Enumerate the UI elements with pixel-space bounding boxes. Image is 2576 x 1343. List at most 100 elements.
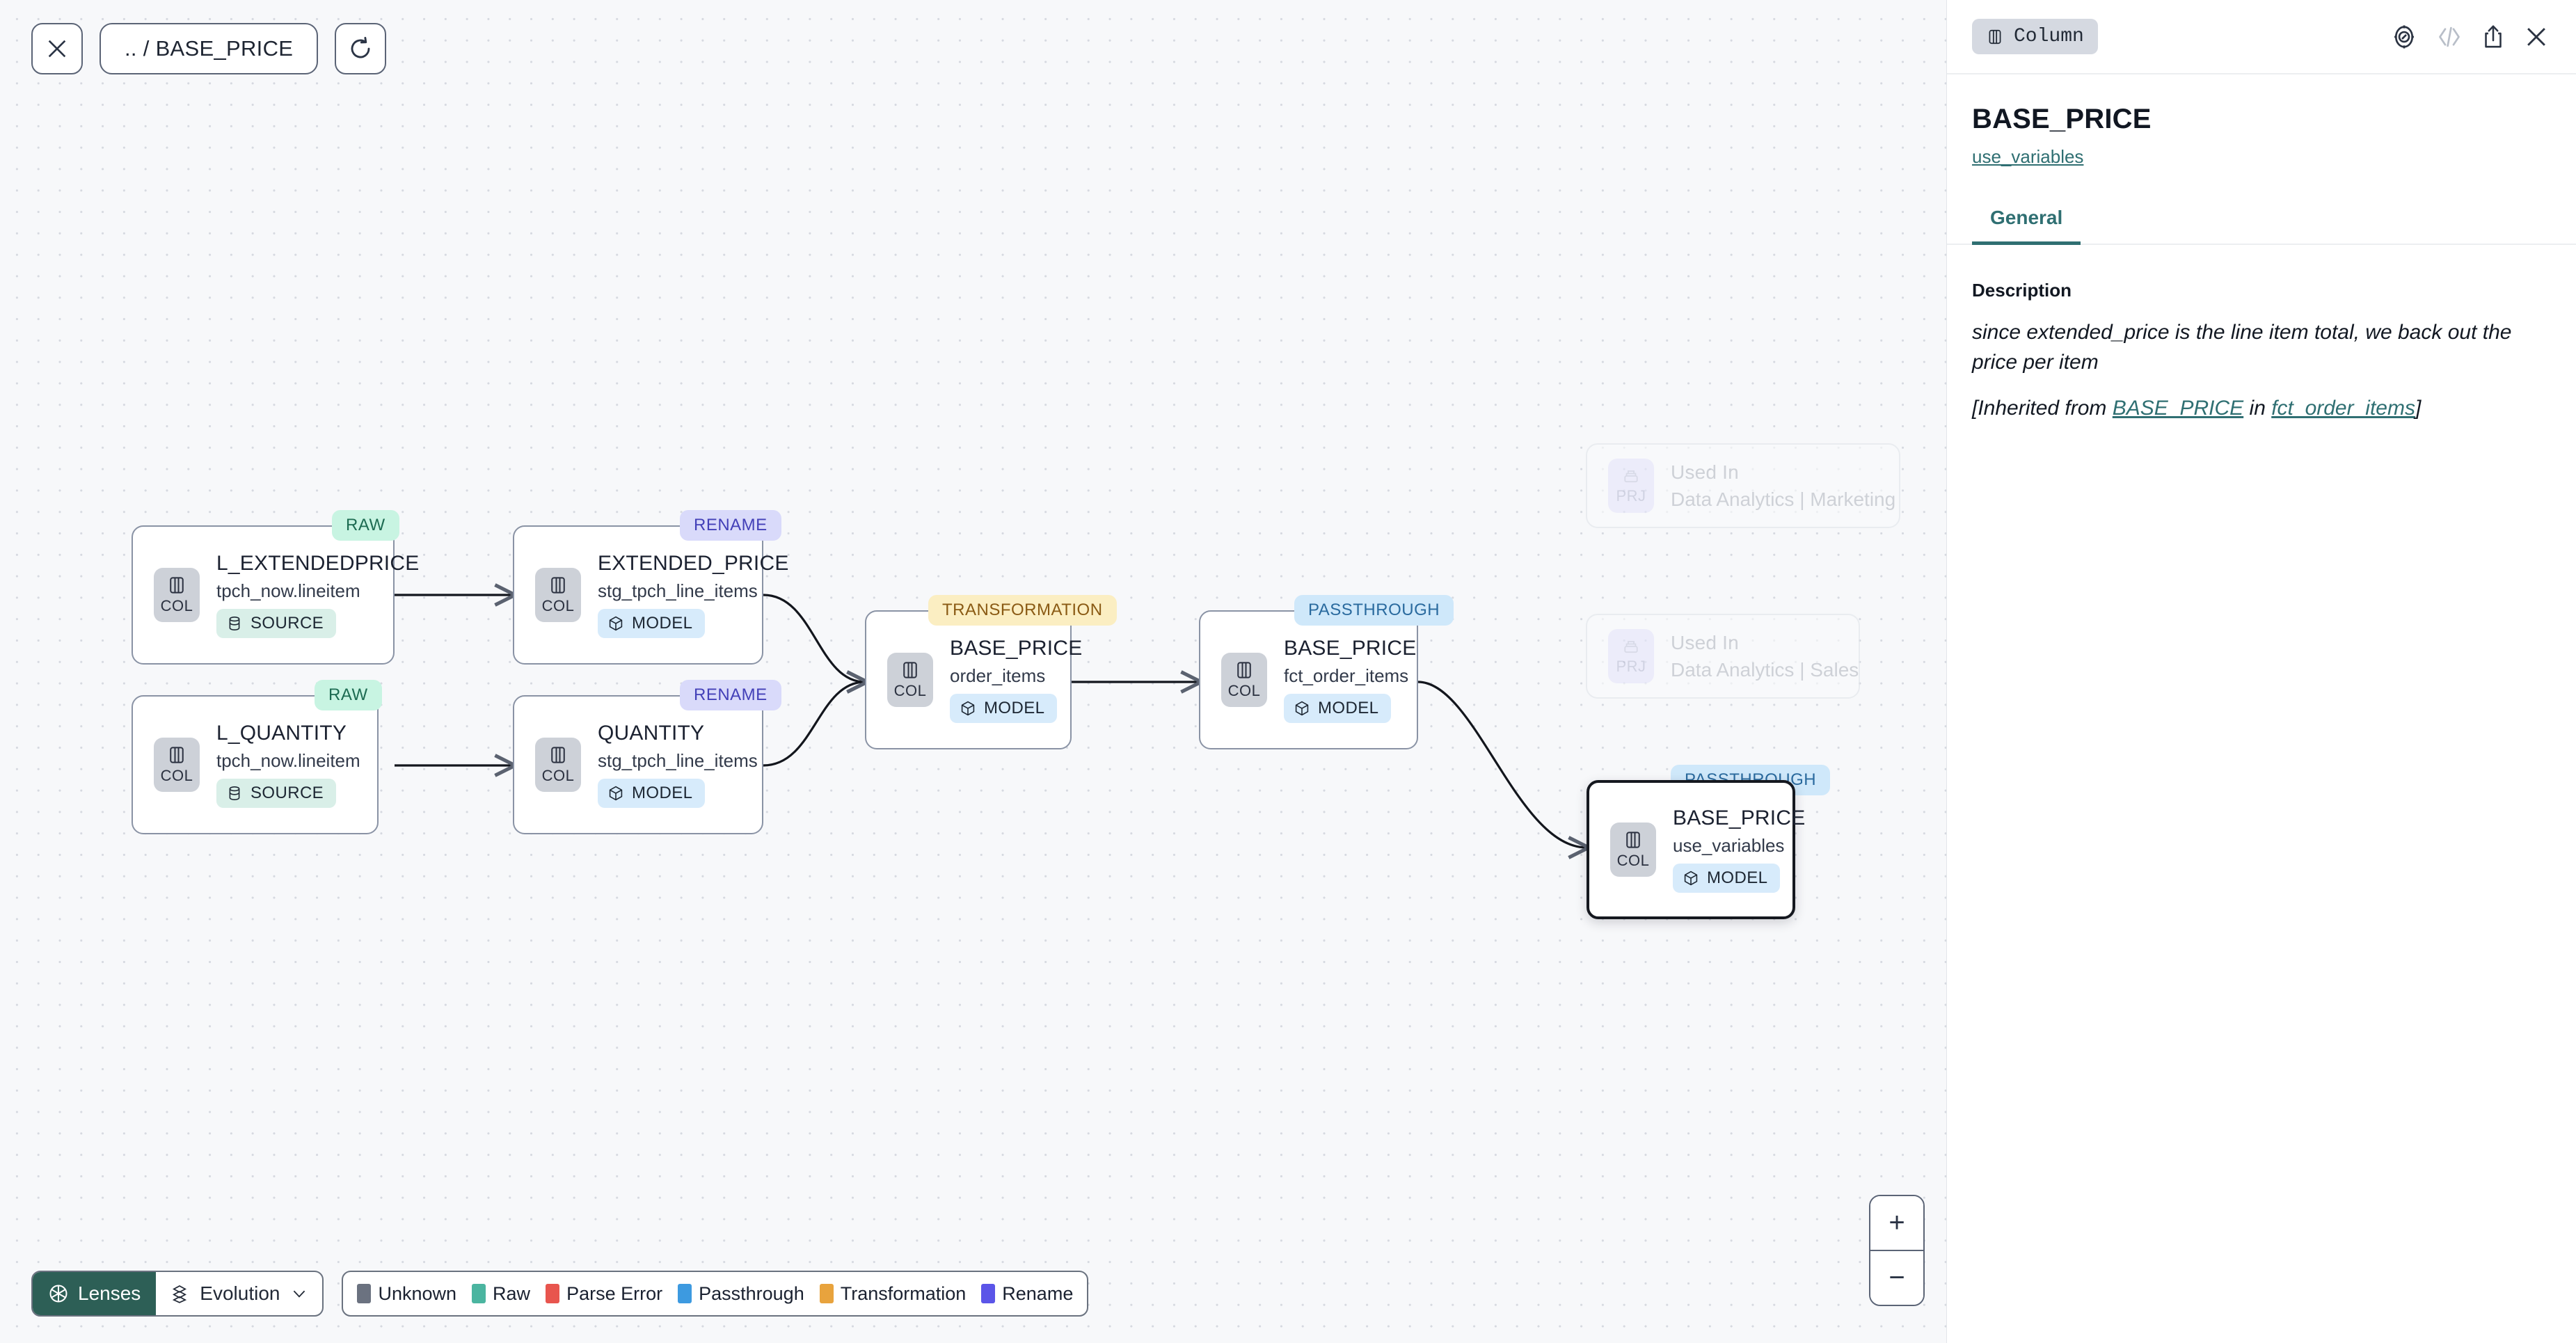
legend-label: Rename	[1002, 1282, 1074, 1304]
inherited-prefix: [Inherited from	[1972, 397, 2113, 420]
explore-button[interactable]	[2391, 24, 2417, 50]
inherited-model-link[interactable]: fct_order_items	[2271, 397, 2415, 420]
lineage-node-base-price-fct-order-items[interactable]: COL BASE_PRICE fct_order_items MODEL	[1199, 610, 1418, 749]
legend-item-rename: Rename	[981, 1283, 1073, 1305]
canvas-toolbar: .. / BASE_PRICE	[31, 23, 387, 74]
close-icon	[48, 40, 66, 58]
node-body: EXTENDED_PRICE stg_tpch_line_items MODEL	[598, 552, 789, 638]
node-title: Used In	[1671, 461, 1739, 483]
canvas-bottom-bar: Lenses Evolution Unkno	[31, 1271, 1089, 1317]
legend-swatch	[546, 1284, 560, 1303]
panel-header: Column	[1947, 0, 2576, 74]
lenses-button[interactable]: Lenses	[33, 1272, 157, 1315]
column-icon	[551, 577, 565, 594]
node-title: Used In	[1671, 631, 1739, 653]
col-kind-chip: COL	[154, 568, 200, 622]
column-icon	[551, 747, 565, 763]
cube-icon	[609, 786, 623, 801]
col-kind-label: COL	[541, 597, 575, 614]
col-kind-label: COL	[893, 682, 927, 699]
close-icon	[2527, 27, 2545, 46]
panel-header-actions	[2391, 24, 2550, 50]
materialization-label: MODEL	[1707, 868, 1768, 887]
project-icon	[1624, 470, 1638, 483]
lineage-node-used-in-marketing[interactable]: PRJ Used In Data Analytics | Marketing	[1586, 443, 1900, 528]
share-button[interactable]	[2481, 24, 2505, 50]
legend-label: Unknown	[378, 1282, 457, 1304]
col-kind-label: COL	[1616, 852, 1650, 869]
share-icon	[2485, 24, 2502, 47]
close-panel-button[interactable]	[2523, 24, 2550, 50]
inherited-note: [Inherited from BASE_PRICE in fct_order_…	[1972, 394, 2551, 424]
zoom-out-button[interactable]: −	[1870, 1251, 1923, 1305]
view-code-button[interactable]	[2435, 24, 2463, 49]
project-icon	[1624, 641, 1638, 653]
evolution-dropdown[interactable]: Evolution	[156, 1272, 322, 1315]
materialization-label: SOURCE	[251, 614, 324, 633]
node-badge-passthrough: PASSTHROUGH	[1294, 595, 1454, 626]
node-badge-transformation: TRANSFORMATION	[928, 595, 1117, 626]
lineage-canvas[interactable]: .. / BASE_PRICE RAW COL L_EXTENDEDPRICE …	[0, 0, 1946, 1343]
prj-kind-label: PRJ	[1616, 487, 1646, 504]
col-kind-chip: COL	[887, 653, 933, 707]
column-icon	[170, 747, 184, 763]
legend-swatch	[357, 1284, 372, 1303]
aperture-icon	[49, 1285, 67, 1303]
parent-model-link[interactable]: use_variables	[1972, 146, 2084, 167]
prj-kind-chip: PRJ	[1608, 629, 1654, 683]
node-title: BASE_PRICE	[950, 637, 1083, 660]
lens-group: Lenses Evolution	[31, 1271, 324, 1317]
node-title: L_QUANTITY	[216, 722, 347, 745]
node-title: EXTENDED_PRICE	[598, 552, 789, 575]
layers-icon	[173, 1285, 187, 1303]
node-subtitle: stg_tpch_line_items	[598, 580, 758, 601]
materialization-chip: MODEL	[950, 694, 1058, 723]
legend-swatch	[981, 1284, 996, 1303]
legend-item-transformation: Transformation	[819, 1282, 967, 1305]
legend-label: Transformation	[840, 1282, 967, 1304]
lineage-node-base-price-order-items[interactable]: COL BASE_PRICE order_items MODEL	[865, 610, 1082, 749]
node-subtitle: tpch_now.lineitem	[216, 580, 360, 601]
inherited-column-link[interactable]: BASE_PRICE	[2112, 397, 2244, 420]
node-subtitle: stg_tpch_line_items	[598, 750, 758, 771]
cube-icon	[961, 701, 975, 716]
cube-icon	[609, 616, 623, 631]
col-kind-label: COL	[541, 767, 575, 784]
legend-item-unknown: Unknown	[357, 1283, 456, 1305]
legend-item-passthrough: Passthrough	[678, 1283, 804, 1305]
refresh-button[interactable]	[335, 23, 387, 74]
tab-general[interactable]: General	[1972, 207, 2081, 245]
materialization-chip: MODEL	[1673, 864, 1781, 893]
node-subtitle: Data Analytics | Sales	[1671, 658, 1859, 681]
lineage-node-l-extendedprice[interactable]: COL L_EXTENDEDPRICE tpch_now.lineitem SO…	[132, 525, 419, 665]
cube-icon	[1684, 871, 1698, 886]
entity-type-chip[interactable]: Column	[1972, 19, 2098, 54]
code-icon	[2439, 26, 2460, 47]
node-badge-rename: RENAME	[680, 680, 781, 710]
lineage-node-base-price-use-variables[interactable]: COL BASE_PRICE use_variables MODEL	[1587, 780, 1805, 919]
column-icon	[1989, 29, 2001, 44]
col-kind-label: COL	[160, 767, 193, 784]
node-badge-raw: RAW	[332, 510, 399, 541]
col-kind-chip: COL	[154, 738, 200, 792]
col-kind-chip: COL	[535, 568, 581, 622]
lineage-node-l-quantity[interactable]: COL L_QUANTITY tpch_now.lineitem SOURCE	[132, 695, 379, 834]
node-title: BASE_PRICE	[1673, 806, 1806, 829]
breadcrumb[interactable]: .. / BASE_PRICE	[100, 23, 319, 74]
description-section: Description since extended_price is the …	[1947, 245, 2576, 424]
materialization-chip: SOURCE	[216, 779, 337, 808]
lineage-node-extended-price[interactable]: COL EXTENDED_PRICE stg_tpch_line_items M…	[513, 525, 788, 665]
lenses-label: Lenses	[78, 1282, 141, 1304]
lineage-node-quantity[interactable]: COL QUANTITY stg_tpch_line_items MODEL	[513, 695, 763, 834]
node-body: Used In Data Analytics | Marketing	[1671, 461, 1895, 511]
materialization-chip: MODEL	[598, 609, 706, 638]
inherited-middle: in	[2243, 397, 2272, 420]
prj-kind-label: PRJ	[1616, 658, 1646, 675]
close-button[interactable]	[31, 23, 83, 74]
col-kind-label: COL	[160, 597, 193, 614]
zoom-in-button[interactable]: +	[1870, 1196, 1923, 1251]
materialization-chip: SOURCE	[216, 609, 337, 638]
node-subtitle: fct_order_items	[1284, 665, 1409, 686]
legend-label: Parse Error	[566, 1282, 663, 1304]
lineage-node-used-in-sales[interactable]: PRJ Used In Data Analytics | Sales	[1586, 614, 1860, 699]
